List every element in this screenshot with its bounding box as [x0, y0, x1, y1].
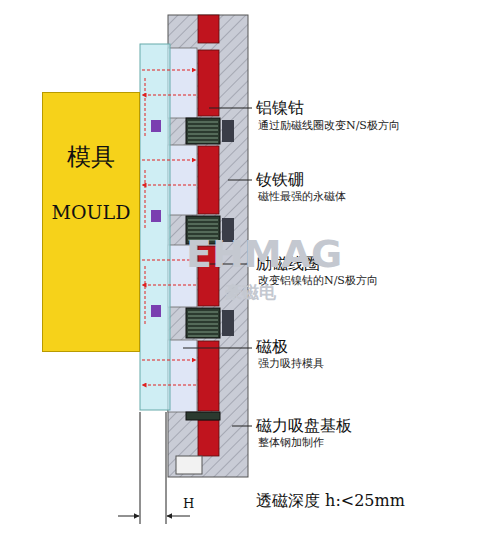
part-name: 磁力吸盘基板 [256, 417, 352, 435]
part-name: 钕铁硼 [256, 171, 304, 189]
mould-title: 模具 [43, 141, 139, 173]
depth-dimension [118, 412, 190, 524]
face-plate [140, 44, 170, 410]
ndfeb-magnets [222, 120, 234, 336]
flux-arrows [142, 70, 196, 385]
part-note: 通过励磁线圈改变N/S极方向 [258, 120, 400, 133]
pole-inserts [151, 120, 161, 317]
part-note: 整体钢加制作 [258, 437, 324, 450]
dimension-note: 透磁深度 h:<25mm [256, 492, 405, 510]
part-name: 磁极 [256, 338, 288, 356]
mould-box: 模具 MOULD [42, 92, 140, 352]
watermark: EHMAG [186, 233, 342, 277]
part-name: 铝镍钴 [256, 99, 304, 117]
dimension-label: H [183, 497, 194, 512]
base-foot [176, 456, 202, 474]
mould-subtitle: MOULD [43, 201, 139, 223]
watermark: 豪磁电 [225, 283, 276, 303]
part-note: 强力吸持模具 [258, 358, 324, 371]
part-note: 磁性最强的永磁体 [258, 191, 346, 204]
